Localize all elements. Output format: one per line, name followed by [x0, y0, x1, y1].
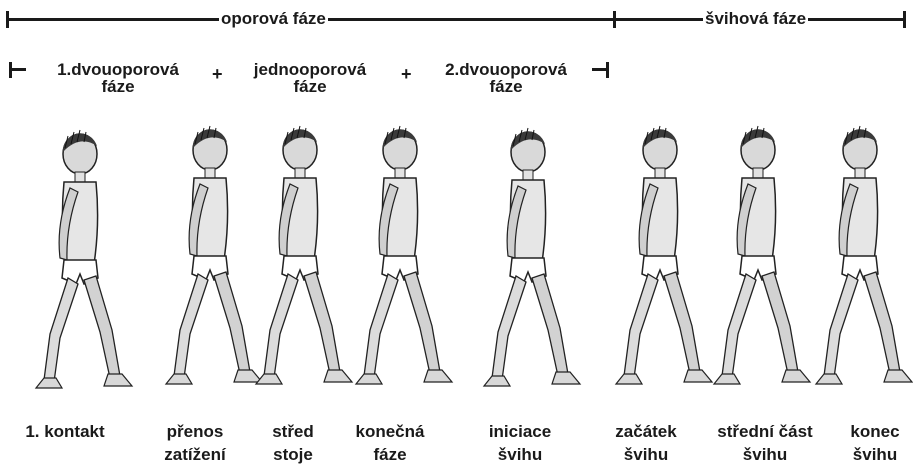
figure-pre-swing [484, 128, 580, 386]
figure-mid-swing [714, 126, 810, 384]
figure-terminal-stance [356, 126, 452, 384]
figure-initial-swing [616, 126, 712, 384]
figure-initial-contact [36, 130, 132, 388]
figure-loading-response [166, 126, 262, 384]
gait-figures [0, 0, 913, 400]
stage-caption-initial-contact: 1. kontakt [10, 420, 120, 443]
figure-terminal-swing [816, 126, 912, 384]
figure-mid-stance [256, 126, 352, 384]
